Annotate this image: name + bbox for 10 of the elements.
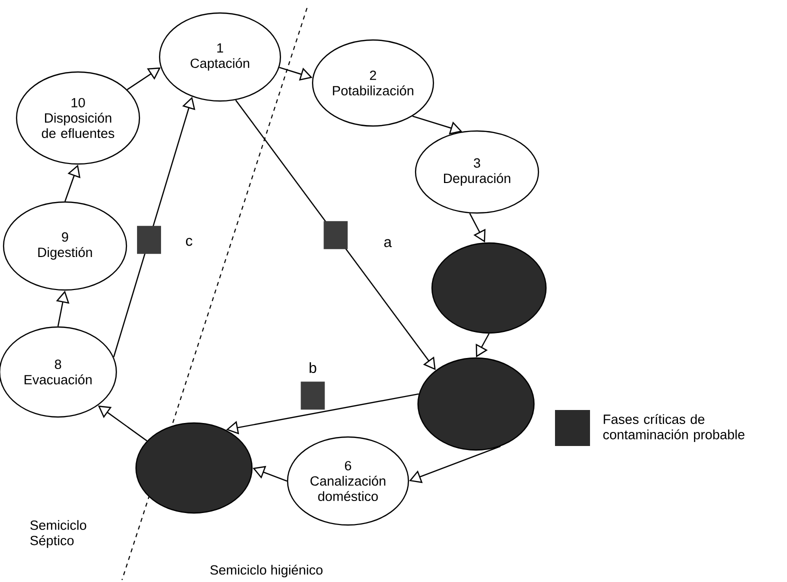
legend-text: Fases críticas de contaminación probable <box>603 414 744 442</box>
edge-label: a <box>384 239 392 248</box>
semicycle-label: Semiciclo higiénico <box>210 564 322 578</box>
edge-label: c <box>186 238 192 246</box>
edge-label: b <box>310 362 316 374</box>
arrow <box>469 213 486 242</box>
critical-ellipse <box>417 357 535 451</box>
critical-ellipse <box>431 242 547 334</box>
semicycle-label: Semiciclo Séptico <box>30 520 86 548</box>
critical-ellipse <box>135 422 253 514</box>
